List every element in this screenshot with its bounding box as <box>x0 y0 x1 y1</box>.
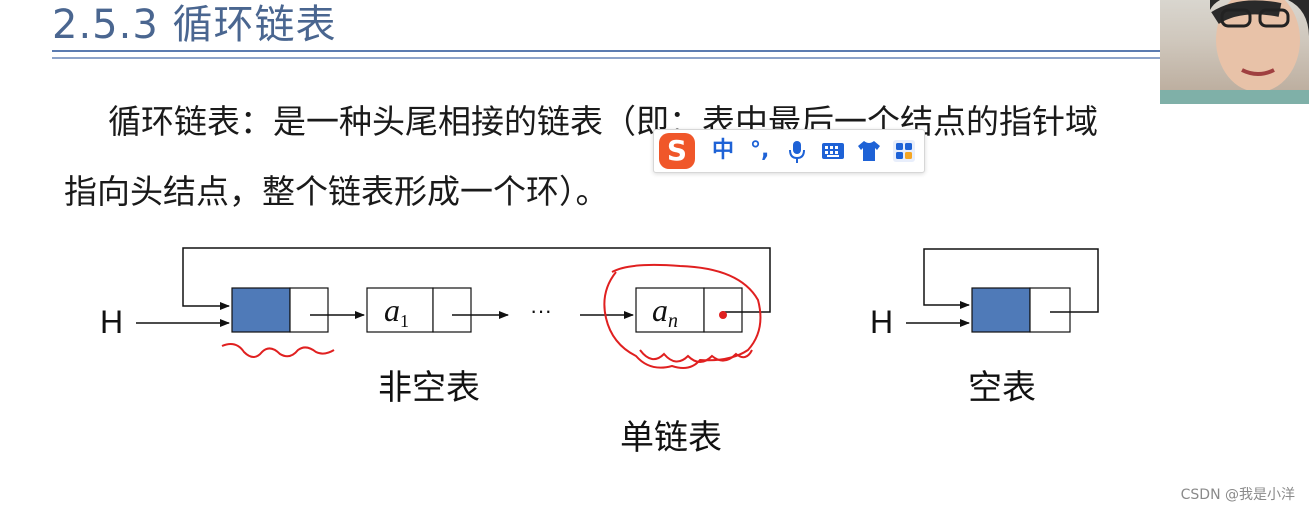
keyboard-icon[interactable] <box>821 142 845 160</box>
presenter-webcam <box>1160 0 1309 104</box>
ime-punctuation-button[interactable]: °, <box>750 138 770 163</box>
definition-line-1: 循环链表：是一种头尾相接的链表（即：表中最后一个结点的指针域 <box>108 102 1098 141</box>
title-rule <box>52 50 1160 52</box>
definition-line-2: 指向头结点，整个链表形成一个环）。 <box>64 172 609 211</box>
ellipsis: ··· <box>530 298 552 323</box>
toolbox-grid-icon[interactable] <box>892 139 916 163</box>
red-scribble-annotation <box>639 349 753 363</box>
node-a1-pointer <box>432 287 472 333</box>
red-cursor-dot <box>719 311 727 319</box>
empty-self-loop <box>923 248 1099 313</box>
caption-single-linked-list: 单链表 <box>620 418 722 458</box>
red-circle-annotation <box>603 263 762 369</box>
head-node-pointer <box>289 287 329 333</box>
red-underline-annotation <box>221 343 335 358</box>
slide-title: 2.5.3 循环链表 <box>52 2 337 48</box>
node-a1-data <box>366 287 434 333</box>
caption-nonempty-list: 非空表 <box>378 368 480 408</box>
sogou-logo-icon[interactable]: S <box>659 133 695 169</box>
ime-chinese-mode-button[interactable]: 中 <box>712 138 735 163</box>
microphone-icon[interactable] <box>788 140 806 164</box>
node-a1-label: a1 <box>384 292 409 331</box>
empty-head-node-data <box>971 287 1031 333</box>
caption-empty-list: 空表 <box>968 368 1036 408</box>
csdn-watermark: CSDN @我是小洋 <box>1180 487 1295 503</box>
empty-head-node-pointer <box>1029 287 1071 333</box>
skin-shirt-icon[interactable] <box>857 140 881 162</box>
node-an-label: an <box>652 292 678 332</box>
node-an-pointer <box>703 287 743 333</box>
head-node-data <box>231 287 291 333</box>
empty-head-label: H <box>870 304 894 340</box>
ime-toolbar[interactable]: S 中 °, <box>653 129 925 173</box>
title-rule-secondary <box>52 57 1160 59</box>
head-label: H <box>100 304 124 340</box>
